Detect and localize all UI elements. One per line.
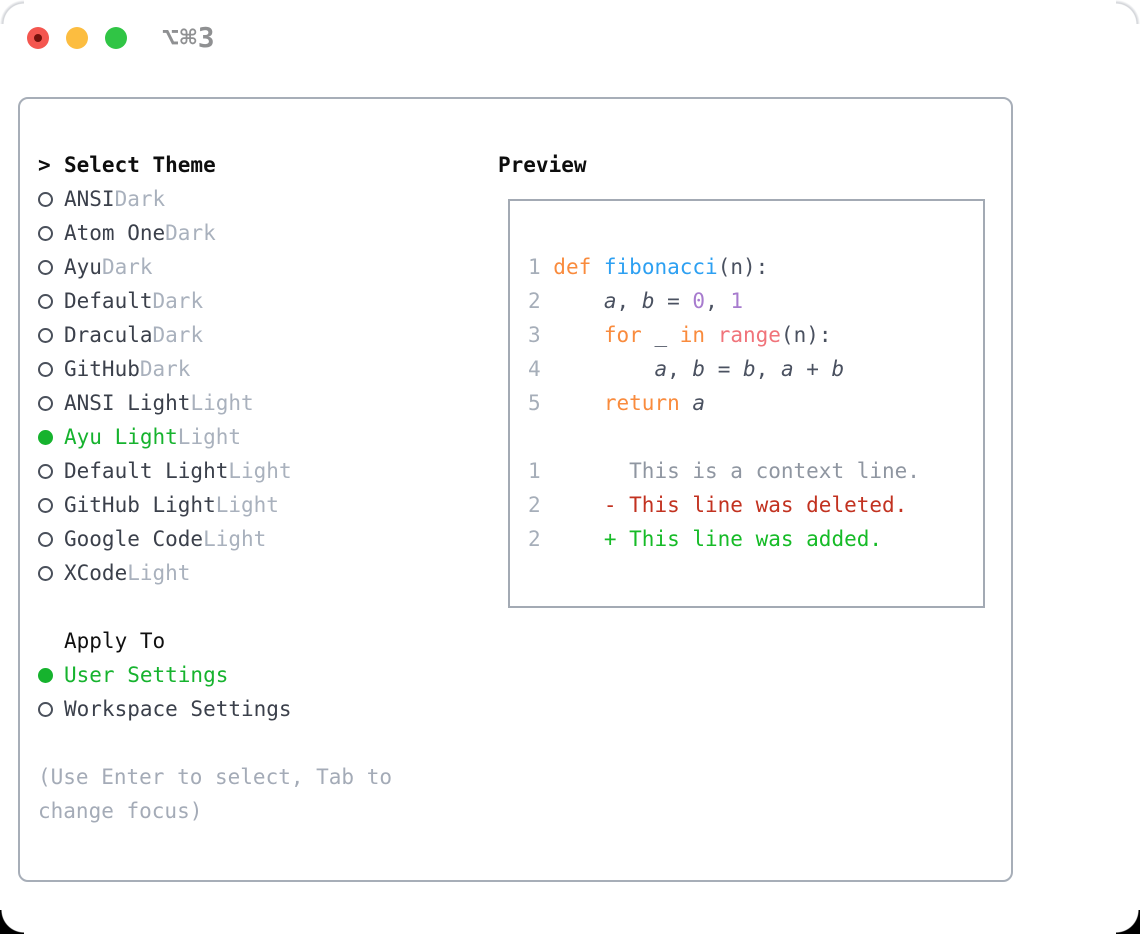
theme-name: Default: [64, 289, 153, 313]
theme-option[interactable]: Default Dark: [38, 284, 292, 318]
apply-to-option[interactable]: Workspace Settings: [38, 692, 292, 726]
window-shortcut-label: ⌥⌘3: [162, 21, 216, 54]
line-number: 5: [528, 391, 554, 415]
radio-icon: [38, 361, 53, 377]
select-theme-title: Select Theme: [64, 153, 216, 177]
apply-to-header: Apply To: [38, 624, 292, 658]
prompt-chevron-icon: >: [38, 153, 51, 177]
radio-icon: [38, 701, 53, 717]
theme-variant: Dark: [165, 221, 216, 245]
preview-header: Preview: [498, 148, 587, 182]
radio-icon: [38, 225, 53, 241]
theme-name: Google Code: [64, 527, 204, 551]
theme-variant: Dark: [152, 323, 204, 347]
apply-to-label: User Settings: [64, 663, 229, 687]
theme-name: ANSI Light: [64, 391, 191, 415]
radio-icon: [38, 565, 53, 581]
line-number: 3: [528, 323, 554, 347]
theme-name: Dracula: [64, 323, 153, 347]
theme-variant: Dark: [101, 255, 153, 279]
theme-variant: Light: [127, 561, 191, 585]
radio-icon: [38, 327, 53, 343]
radio-icon: [38, 395, 53, 411]
line-number: 2: [528, 527, 554, 551]
theme-option[interactable]: GitHub Dark: [38, 352, 292, 386]
theme-option[interactable]: XCode Light: [38, 556, 292, 590]
line-number: 1: [528, 459, 554, 483]
window-corner: [1116, 910, 1140, 934]
window-corner: [1116, 0, 1140, 24]
apply-to-option[interactable]: User Settings: [38, 658, 292, 692]
theme-option[interactable]: Default Light Light: [38, 454, 292, 488]
theme-variant: Light: [203, 527, 267, 551]
select-theme-header: > Select Theme: [38, 148, 216, 182]
theme-option[interactable]: ANSI Light Light: [38, 386, 292, 420]
preview-line: 3 for _ in range(n):: [528, 323, 832, 347]
preview-line: 5 return a: [528, 391, 706, 415]
theme-variant: Light: [228, 459, 292, 483]
theme-option[interactable]: Atom One Dark: [38, 216, 292, 250]
radio-selected-icon: [38, 667, 53, 683]
theme-variant: Light: [215, 493, 279, 517]
preview-line: 4 a, b = b, a + b: [528, 357, 845, 381]
line-number: 2: [528, 493, 554, 517]
zoom-button[interactable]: [105, 27, 127, 49]
theme-name: Ayu Light: [64, 425, 178, 449]
radio-selected-icon: [38, 429, 53, 445]
theme-variant: Dark: [114, 187, 166, 211]
apply-to-title: Apply To: [64, 629, 166, 653]
radio-icon: [38, 463, 53, 479]
preview-line: 2 + This line was added.: [528, 527, 883, 551]
theme-option[interactable]: Ayu Dark: [38, 250, 292, 284]
theme-name: ANSI: [64, 187, 115, 211]
theme-name: Atom One: [64, 221, 166, 245]
window-corner: [0, 910, 24, 934]
theme-variant: Dark: [139, 357, 191, 381]
theme-variant: Light: [190, 391, 254, 415]
theme-option[interactable]: GitHub Light Light: [38, 488, 292, 522]
theme-option[interactable]: Ayu Light Light: [38, 420, 292, 454]
minimize-button[interactable]: [66, 27, 88, 49]
apply-to-label: Workspace Settings: [64, 697, 292, 721]
hint-line-1: (Use Enter to select, Tab to: [38, 765, 393, 789]
line-number: 4: [528, 357, 554, 381]
hint: (Use Enter to select, Tab to change focu…: [38, 760, 392, 828]
line-number: 2: [528, 289, 554, 313]
theme-option[interactable]: ANSI Dark: [38, 182, 292, 216]
preview-line: 1 This is a context line.: [528, 459, 920, 483]
radio-icon: [38, 497, 53, 513]
hint-line-2: change focus): [38, 799, 203, 823]
theme-name: GitHub: [64, 357, 140, 381]
diff-block: 1 This is a context line. 2 - This line w…: [528, 454, 920, 556]
theme-option[interactable]: Dracula Dark: [38, 318, 292, 352]
radio-icon: [38, 531, 53, 547]
line-number: 1: [528, 255, 554, 279]
theme-name: XCode: [64, 561, 128, 585]
radio-icon: [38, 293, 53, 309]
preview-title: Preview: [498, 153, 587, 177]
preview-line: 2 - This line was deleted.: [528, 493, 908, 517]
close-button[interactable]: [27, 27, 49, 49]
radio-icon: [38, 191, 53, 207]
theme-option[interactable]: Google Code Light: [38, 522, 292, 556]
theme-variant: Light: [177, 425, 242, 449]
theme-name: Default Light: [64, 459, 229, 483]
window-corner: [0, 0, 24, 24]
theme-variant: Dark: [152, 289, 204, 313]
preview-line: 1 def fibonacci(n):: [528, 255, 769, 279]
theme-name: GitHub Light: [64, 493, 216, 517]
code-block: 1 def fibonacci(n): 2 a, b = 0, 1 3 for _ …: [528, 250, 844, 420]
theme-name: Ayu: [64, 255, 102, 279]
radio-icon: [38, 259, 53, 275]
preview-line: 2 a, b = 0, 1: [528, 289, 744, 313]
preview-box: 1 def fibonacci(n): 2 a, b = 0, 1 3 for _ …: [508, 199, 985, 608]
